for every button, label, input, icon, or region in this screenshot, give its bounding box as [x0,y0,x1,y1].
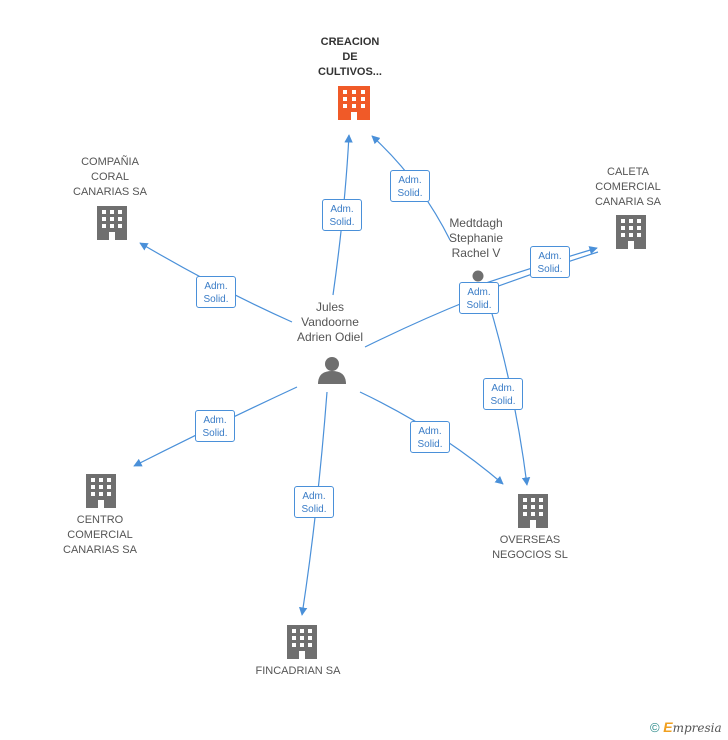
building-icon [616,215,646,249]
building-icon [287,625,317,659]
person-icon [318,357,346,384]
node-label-centro[interactable]: CENTRO COMERCIAL CANARIAS SA [63,514,137,556]
edge-label: Adm. Solid. [459,282,499,314]
brand-initial: E [663,719,673,735]
node-label-coral[interactable]: COMPAÑIA CORAL CANARIAS SA [73,156,147,198]
edge-label: Adm. Solid. [483,378,523,410]
brand-name: mpresia [672,721,722,735]
edge-label: Adm. Solid. [195,410,235,442]
empresia-logo[interactable]: © Empresia [650,719,722,735]
edge-label: Adm. Solid. [410,421,450,453]
node-label-caleta[interactable]: CALETA COMERCIAL CANARIA SA [594,166,662,208]
edge-label: Adm. Solid. [530,246,570,278]
edge-label: Adm. Solid. [196,276,236,308]
node-label-overseas[interactable]: OVERSEAS NEGOCIOS SL [492,534,568,561]
building-icon [338,86,370,120]
edge-label: Adm. Solid. [322,199,362,231]
building-icon [518,494,548,528]
edge-label: Adm. Solid. [294,486,334,518]
node-label-jules[interactable]: Jules Vandoorne Adrien Odiel [296,300,364,344]
building-icon [97,206,127,240]
node-label-medtdagh[interactable]: Medtdagh Stephanie Rachel V [448,216,504,260]
node-label-fincadrian[interactable]: FINCADRIAN SA [255,665,341,677]
edge-label: Adm. Solid. [390,170,430,202]
person-icon [472,270,484,282]
node-label-creacion[interactable]: CREACION DE CULTIVOS... [318,36,382,78]
copyright-icon: © [650,720,660,735]
building-icon [86,474,116,508]
